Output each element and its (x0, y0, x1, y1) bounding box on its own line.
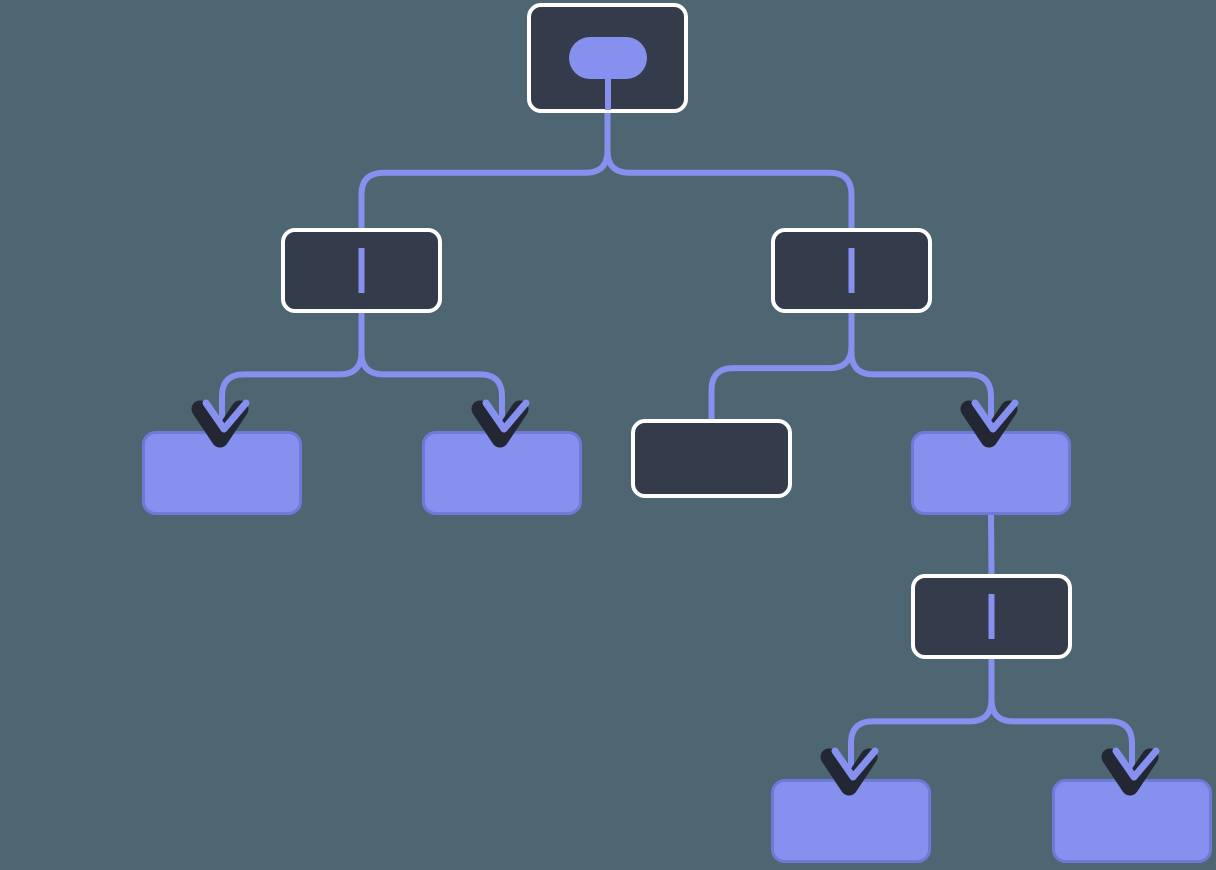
arrowhead-e-l1left-l2a (191, 399, 250, 448)
node-l1-right[interactable] (771, 228, 932, 313)
connector-e-l3a-l4a (848, 659, 995, 789)
arrow-accent-chevron (1112, 747, 1160, 781)
connector-layer (219, 113, 1135, 789)
node-l1-left[interactable] (281, 228, 442, 313)
arrow-accent-chevron (482, 399, 530, 433)
arrow-accent-chevron (831, 747, 879, 781)
connector-e-l1right-l2c (708, 313, 855, 419)
arrow-accent-chevron (971, 399, 1019, 433)
node-l3-a[interactable] (911, 574, 1072, 659)
node-root[interactable] (527, 3, 688, 113)
arrowhead-e-l1right-l2d (960, 399, 1019, 448)
connector-e-l1right-l2d (848, 313, 994, 441)
arrow-accent-chevron (202, 399, 250, 433)
node-pill-badge[interactable] (569, 37, 647, 79)
arrowhead-e-l3a-l4b (1101, 747, 1160, 796)
arrowhead-e-l3a-l4a (820, 747, 879, 796)
connector-e-root-l1left (358, 113, 611, 228)
node-box-dark[interactable] (631, 419, 792, 498)
node-layer (142, 3, 1212, 863)
node-l2-c[interactable] (631, 419, 792, 498)
arrowhead-e-l1left-l2b (471, 399, 530, 448)
connector-e-l3a-l4b (988, 659, 1135, 789)
connector-e-l1left-l2a (219, 313, 365, 441)
arrow-layer (191, 399, 1160, 796)
connector-e-l2d-l3a (988, 514, 995, 575)
connector-e-l1left-l2b (358, 313, 505, 441)
connector-e-root-l1right (604, 113, 855, 228)
